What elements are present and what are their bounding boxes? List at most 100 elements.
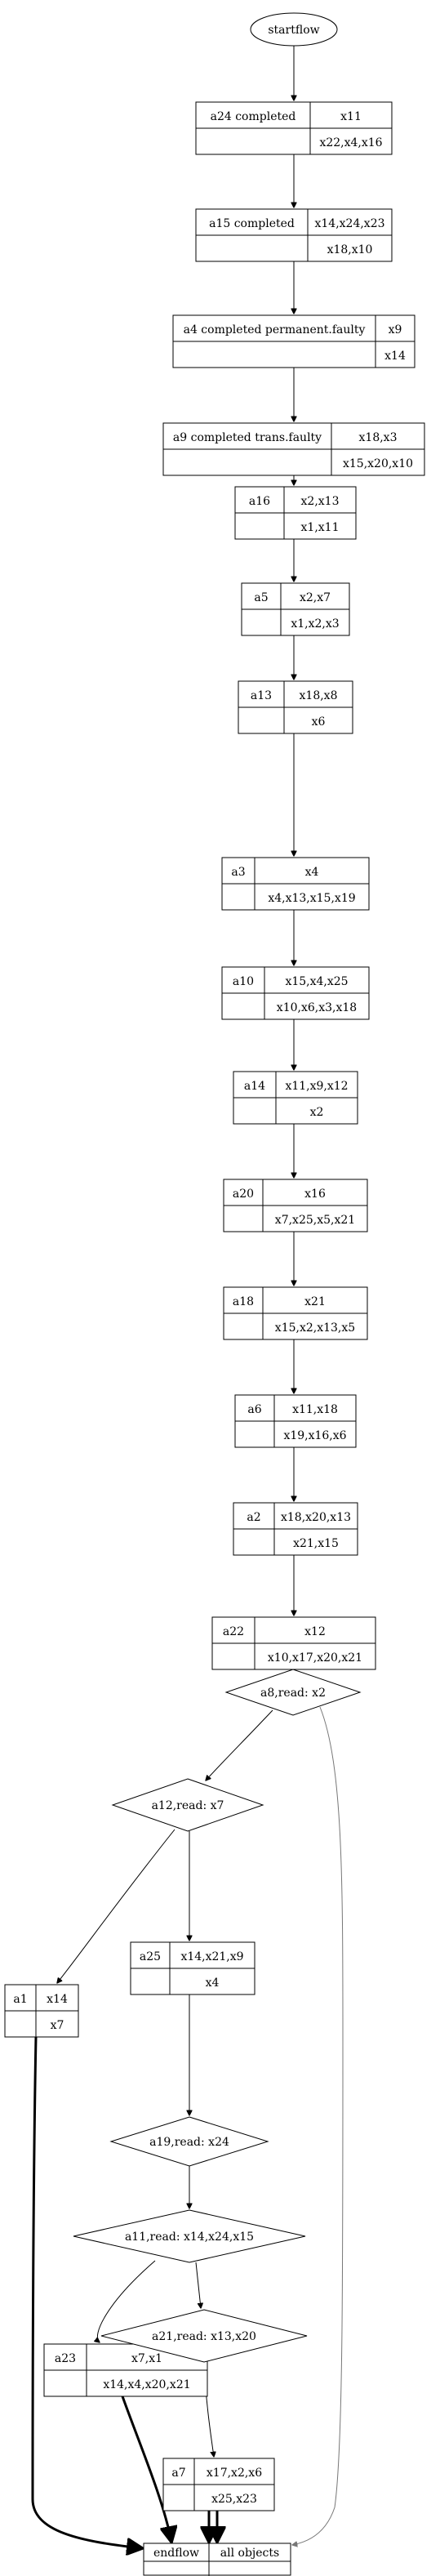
end-node-right-label: all objects xyxy=(220,2547,279,2560)
record-bottom-values: x1,x2,x3 xyxy=(291,617,339,631)
record-bottom-values: x22,x4,x16 xyxy=(319,136,382,149)
record-top-values: x16 xyxy=(304,1188,326,1201)
edges-layer xyxy=(31,46,344,2548)
nodes-layer: startflow a24 completed x11 x22,x4,x16 a15 … xyxy=(4,12,425,2576)
record-label: a2 xyxy=(247,1511,260,1524)
record-top-values: x21 xyxy=(304,1295,326,1308)
record-a5: a5 x2,x7 x1,x2,x3 xyxy=(241,582,350,636)
record-bottom-values: x14 xyxy=(384,350,406,363)
record-label: a10 xyxy=(233,975,254,988)
record-top-values: x12 xyxy=(304,1625,326,1638)
record-label: a20 xyxy=(233,1188,254,1201)
decision-label: a11,read: x14,x24,x15 xyxy=(125,2231,254,2244)
record-bottom-values: x21,x15 xyxy=(293,1537,339,1550)
record-bottom-values: x15,x2,x13,x5 xyxy=(275,1321,355,1335)
edge-19 xyxy=(57,1829,176,1983)
record-bottom-values: x18,x10 xyxy=(327,243,373,256)
record-label: a23 xyxy=(55,2352,76,2365)
record-label: a7 xyxy=(171,2467,185,2480)
decision-label: a19,read: x24 xyxy=(149,2136,229,2149)
record-a24: a24 completed x11 x22,x4,x16 xyxy=(195,101,393,155)
edge-17 xyxy=(206,1709,273,1780)
start-node: startflow xyxy=(250,12,338,47)
record-bottom-values: x4,x13,x15,x19 xyxy=(268,892,355,905)
record-bottom-values: x4 xyxy=(206,1977,220,1990)
record-top-values: x14,x21,x9 xyxy=(180,1950,243,1963)
record-top-values: x9 xyxy=(389,323,402,336)
record-a25: a25 x14,x21,x9 x4 xyxy=(130,1941,255,1995)
record-label: a25 xyxy=(140,1950,161,1963)
edge-26 xyxy=(31,2036,142,2548)
record-bottom-values: x19,x16,x6 xyxy=(283,1429,346,1442)
record-a13: a13 x18,x8 x6 xyxy=(238,680,353,734)
decision-a11: a11,read: x14,x24,x15 xyxy=(73,2209,306,2263)
decision-label: a8,read: x2 xyxy=(260,1687,326,1700)
record-top-values: x18,x8 xyxy=(300,689,338,702)
record-a6: a6 x11,x18 x19,x16,x6 xyxy=(234,1394,357,1448)
record-top-values: x2,x7 xyxy=(300,591,331,604)
record-label: a9 completed trans.faulty xyxy=(173,431,322,444)
edge-18 xyxy=(292,1706,344,2545)
record-top-values: x11,x9,x12 xyxy=(285,1080,348,1093)
record-label: a24 completed xyxy=(211,110,296,123)
record-bottom-values: x10,x6,x3,x18 xyxy=(277,1001,357,1014)
record-top-values: x2,x13 xyxy=(301,495,340,508)
record-label: a6 xyxy=(247,1403,261,1416)
decision-label: a12,read: x7 xyxy=(152,1799,224,1812)
record-bottom-values: x10,x17,x20,x21 xyxy=(268,1651,362,1665)
record-bottom-values: x15,x20,x10 xyxy=(343,457,413,470)
decision-label: a21,read: x13,x20 xyxy=(152,2330,256,2343)
record-bottom-values: x2 xyxy=(310,1106,324,1119)
record-bottom-values: x6 xyxy=(312,715,326,729)
record-top-values: x7,x1 xyxy=(131,2352,162,2365)
record-a3: a3 x4 x4,x13,x15,x19 xyxy=(221,857,370,911)
record-a10: a10 x15,x4,x25 x10,x6,x3,x18 xyxy=(221,966,370,1020)
record-bottom-values: x7 xyxy=(51,2019,64,2032)
edge-23 xyxy=(97,2260,156,2342)
end-node: endflow all objects xyxy=(143,2543,291,2576)
record-a4: a4 completed permanent.faulty x9 x14 xyxy=(172,314,415,368)
decision-a12: a12,read: x7 xyxy=(111,1778,264,1832)
record-top-values: x14 xyxy=(47,1993,68,2006)
record-label: a18 xyxy=(233,1295,254,1308)
record-bottom-values: x14,x4,x20,x21 xyxy=(103,2378,190,2391)
record-a20: a20 x16 x7,x25,x5,x21 xyxy=(223,1179,368,1232)
start-node-label: startflow xyxy=(268,24,319,37)
decision-a21: a21,read: x13,x20 xyxy=(100,2309,308,2363)
record-a18: a18 x21 x15,x2,x13,x5 xyxy=(223,1286,368,1340)
record-label: a15 completed xyxy=(209,217,295,230)
record-bottom-values: x7,x25,x5,x21 xyxy=(275,1214,355,1227)
record-top-values: x11,x18 xyxy=(292,1403,338,1416)
record-a7: a7 x17,x2,x6 x25,x23 xyxy=(162,2458,275,2511)
record-label: a5 xyxy=(254,591,268,604)
record-label: a3 xyxy=(231,866,245,879)
record-a15: a15 completed x14,x24,x23 x18,x10 xyxy=(195,208,393,262)
record-a1: a1 x14 x7 xyxy=(4,1984,79,2038)
record-a22: a22 x12 x10,x17,x20,x21 xyxy=(211,1616,376,1670)
record-top-values: x18,x20,x13 xyxy=(281,1511,351,1524)
record-a2: a2 x18,x20,x13 x21,x15 xyxy=(233,1502,358,1556)
record-top-values: x17,x2,x6 xyxy=(207,2467,262,2480)
record-label: a13 xyxy=(251,689,272,702)
record-top-values: x11 xyxy=(340,110,362,123)
end-node-label: endflow xyxy=(153,2547,199,2560)
record-label: a16 xyxy=(249,495,270,508)
record-bottom-values: x25,x23 xyxy=(211,2493,257,2506)
record-top-values: x15,x4,x25 xyxy=(285,975,348,988)
decision-a19: a19,read: x24 xyxy=(109,2116,269,2167)
edge-27 xyxy=(121,2396,171,2542)
record-label: a1 xyxy=(13,1993,27,2006)
record-top-values: x18,x3 xyxy=(359,431,398,444)
record-a14: a14 x11,x9,x12 x2 xyxy=(233,1071,358,1125)
record-top-values: x4 xyxy=(305,866,319,879)
record-label: a4 completed permanent.faulty xyxy=(184,323,366,336)
record-a9: a9 completed trans.faulty x18,x3 x15,x20,x… xyxy=(162,422,425,476)
decision-a8: a8,read: x2 xyxy=(224,1669,362,1716)
record-a16: a16 x2,x13 x1,x11 xyxy=(234,486,357,540)
record-top-values: x14,x24,x23 xyxy=(314,217,384,230)
record-bottom-values: x1,x11 xyxy=(301,521,340,534)
edge-24 xyxy=(195,2262,201,2308)
record-label: a22 xyxy=(223,1625,244,1638)
record-label: a14 xyxy=(244,1080,265,1093)
